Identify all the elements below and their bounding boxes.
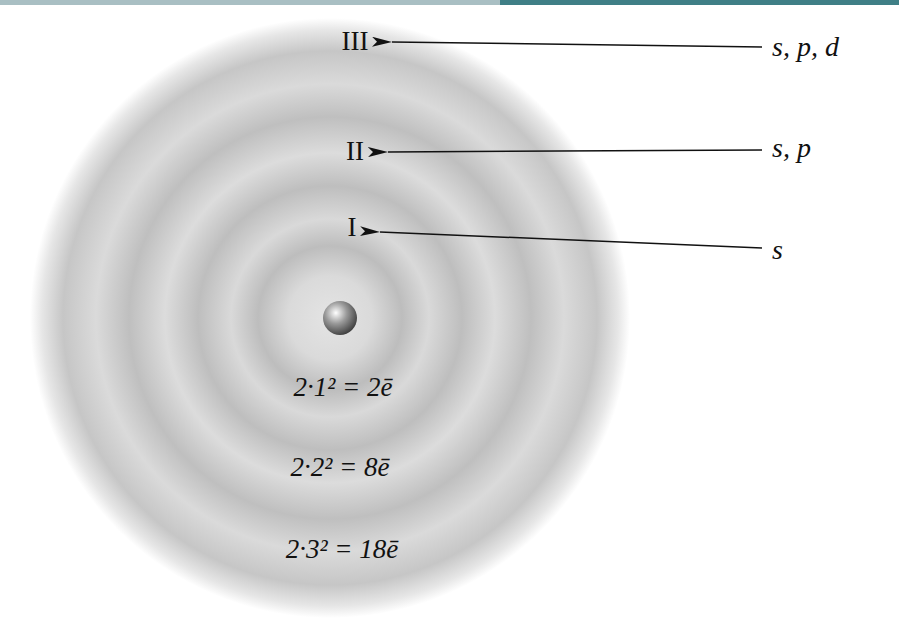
leader-arrow [388,150,762,152]
sublevel-list: s, p [772,133,811,164]
capacity-formula: 2·3² = 18ē [286,535,399,565]
label-slot: 2·2² = 8ē [290,453,389,483]
label-slot: s, p [772,133,811,164]
shell-number: I [348,213,357,243]
shell-number: III [342,27,369,57]
label-slot: I [348,213,357,243]
sublevel-list: s [772,235,783,266]
electron-cloud [30,18,630,618]
top-bar [500,0,899,5]
label-slot: s [772,235,783,266]
capacity-formula: 2·1² = 2ē [293,373,392,403]
label-slot: s, p, d [772,32,839,63]
leader-arrow [392,42,762,47]
label-slot: 2·1² = 2ē [293,373,392,403]
label-slot: III [342,27,369,57]
leader-arrow [380,232,762,248]
label-slot: II [346,137,364,167]
label-slot: 2·3² = 18ē [286,535,399,565]
sublevel-list: s, p, d [772,32,839,63]
nucleus [323,301,357,335]
capacity-formula: 2·2² = 8ē [290,453,389,483]
shell-number: II [346,137,364,167]
top-bar [0,0,500,5]
